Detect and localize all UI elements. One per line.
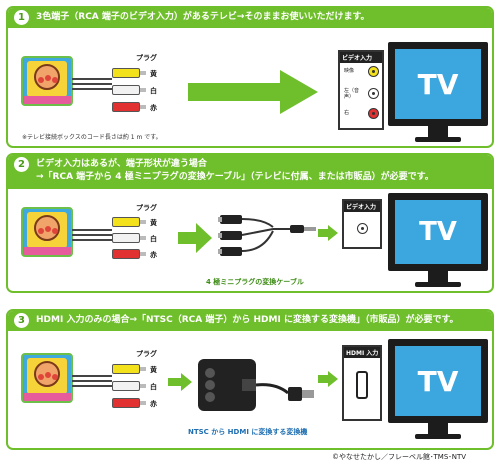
panel-1-header: 1 3色端子（RCA 端子のビデオ入力）があるテレビ→そのままお使いいただけます… — [8, 8, 492, 28]
conversion-cable-caption: 4 極ミニプラグの変換ケーブル — [206, 278, 304, 286]
step-number: 2 — [14, 157, 29, 172]
white-plug — [112, 233, 140, 243]
cable-length-note: ※テレビ接続ボックスのコード長さは約 1 m です。 — [22, 134, 162, 141]
red-plug — [112, 249, 140, 259]
tv-label: TV — [395, 49, 481, 119]
plug-letter-red: 赤 — [150, 104, 157, 112]
input-header: ビデオ入力 — [340, 52, 382, 63]
yellow-plug — [112, 364, 140, 374]
hdmi-port-icon — [356, 371, 368, 399]
red-plug — [112, 398, 140, 408]
video-input-panel: ビデオ入力 — [342, 199, 382, 249]
arrow-right-icon — [318, 371, 338, 387]
plug-label: プラグ — [136, 54, 157, 62]
panel-1-title: 3色端子（RCA 端子のビデオ入力）があるテレビ→そのままお使いいただけます。 — [36, 12, 370, 22]
tv-label: TV — [395, 346, 481, 416]
conversion-cable-icon — [218, 215, 316, 256]
white-plug — [112, 381, 140, 391]
plug-letter-red: 赤 — [150, 251, 157, 259]
panel-1: 1 3色端子（RCA 端子のビデオ入力）があるテレビ→そのままお使いいただけます… — [6, 6, 494, 148]
jack-label-right: 右 — [344, 110, 350, 116]
hdmi-converter-caption: NTSC から HDMI に変換する変換機 — [188, 428, 308, 436]
input-header: HDMI 入力 — [344, 347, 380, 358]
yellow-jack — [368, 66, 379, 77]
plug-label: プラグ — [136, 204, 157, 212]
red-plug — [112, 102, 140, 112]
input-header: ビデオ入力 — [344, 201, 380, 212]
jack-label-left: 左（音声） — [344, 88, 360, 100]
arrow-right-icon — [178, 223, 212, 253]
plug-letter-yellow: 黄 — [150, 219, 157, 227]
plug-label: プラグ — [136, 350, 157, 358]
arrow-right-icon — [318, 225, 338, 241]
step-number: 1 — [14, 10, 29, 25]
arrow-right-icon — [168, 373, 192, 391]
arrow-right-icon — [188, 70, 318, 114]
copyright-notice: ©やなせたかし／フレーベル館･TMS･NTV — [332, 453, 467, 461]
video-input-panel: ビデオ入力 映像 左（音声） 右 — [338, 50, 384, 130]
panel-3: 3 HDMI 入力のみの場合→「NTSC（RCA 端子）から HDMI に変換す… — [6, 309, 494, 450]
plug-letter-red: 赤 — [150, 400, 157, 408]
tv-label: TV — [395, 200, 481, 264]
tv-icon: TV — [388, 193, 488, 287]
jack-label-video: 映像 — [344, 68, 355, 74]
mini-jack — [357, 223, 368, 234]
hdmi-input-panel: HDMI 入力 — [342, 345, 382, 421]
yellow-plug — [112, 68, 140, 78]
hdmi-converter-icon — [198, 359, 314, 411]
panel-3-header: 3 HDMI 入力のみの場合→「NTSC（RCA 端子）から HDMI に変換す… — [8, 311, 492, 331]
plug-letter-yellow: 黄 — [150, 70, 157, 78]
white-jack — [368, 88, 379, 99]
game-console-icon — [21, 56, 73, 106]
white-plug — [112, 85, 140, 95]
game-console-icon — [21, 353, 73, 403]
red-jack — [368, 108, 379, 119]
plug-letter-white: 白 — [150, 383, 157, 391]
plug-letter-white: 白 — [150, 235, 157, 243]
tv-icon: TV — [388, 42, 488, 142]
step-number: 3 — [14, 313, 29, 328]
plug-letter-white: 白 — [150, 87, 157, 95]
panel-2-title-line-1: ビデオ入力はあるが、端子形状が違う場合 — [36, 159, 207, 169]
panel-2-header: 2 ビデオ入力はあるが、端子形状が違う場合 →「RCA 端子から 4 極ミニプラ… — [8, 155, 492, 189]
plug-letter-yellow: 黄 — [150, 366, 157, 374]
panel-3-title: HDMI 入力のみの場合→「NTSC（RCA 端子）から HDMI に変換する変… — [36, 315, 459, 325]
panel-2: 2 ビデオ入力はあるが、端子形状が違う場合 →「RCA 端子から 4 極ミニプラ… — [6, 153, 494, 293]
yellow-plug — [112, 217, 140, 227]
tv-icon: TV — [388, 339, 488, 439]
game-console-icon — [21, 207, 73, 257]
panel-2-title-line-2: →「RCA 端子から 4 極ミニプラグの変換ケーブル」（テレビに付属、または市販… — [36, 172, 434, 182]
